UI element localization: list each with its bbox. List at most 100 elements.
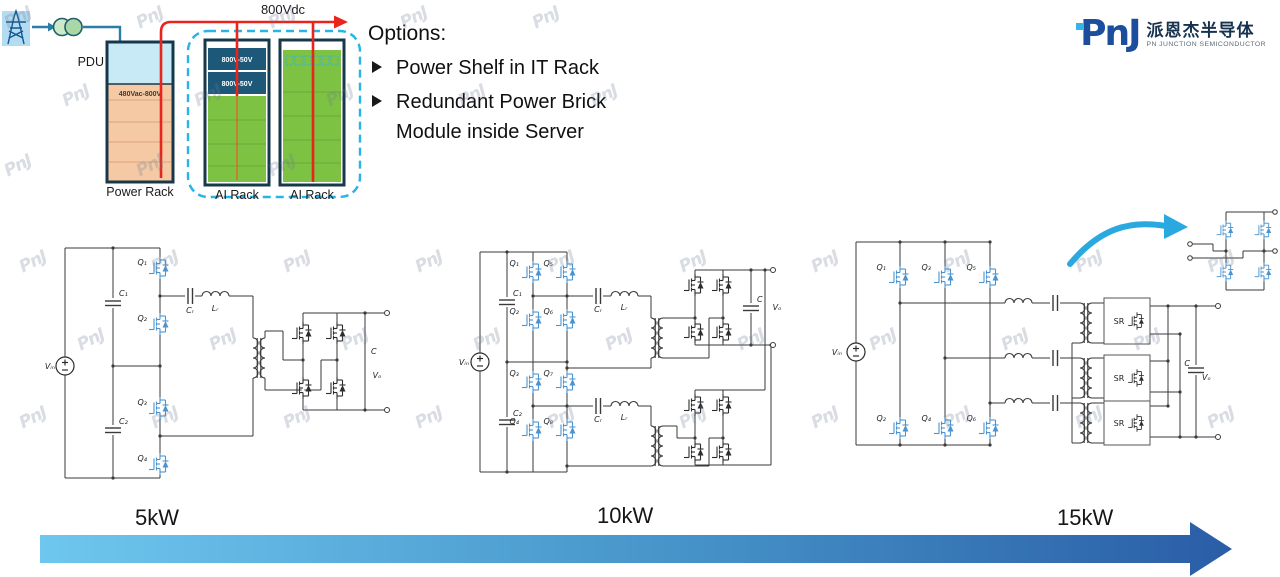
transformer-1 <box>650 317 664 359</box>
q6-label: Q₆ <box>543 307 553 316</box>
zoom-callout-arrow <box>1067 214 1188 267</box>
dc-source <box>846 342 866 362</box>
resonant-inductor-1 <box>610 290 639 297</box>
circuit-wires <box>479 251 773 473</box>
power-rack-converter-label: 480Vac-800V <box>119 91 162 98</box>
phase-inductor-a <box>1004 297 1033 304</box>
c1-label: C₁ <box>513 289 522 298</box>
sr-label-3: SR <box>1114 419 1125 428</box>
cout-label: C <box>1184 359 1190 368</box>
c2-label: C₂ <box>119 417 129 426</box>
blocking-capacitor-a <box>1049 293 1061 313</box>
output-terminal <box>770 342 776 348</box>
q4-label: Q₄ <box>921 414 931 423</box>
output-terminal <box>384 407 390 413</box>
circuit-wires <box>855 241 1216 446</box>
q8-label: Q₈ <box>543 417 553 426</box>
logo-mark: PnJ <box>1076 16 1142 52</box>
options-title: Options: <box>368 22 447 45</box>
logo-brand-text: PnJ <box>1080 13 1141 54</box>
power-brick-modules <box>285 55 339 66</box>
resonant-capacitor-2 <box>592 396 604 416</box>
cout-label: C <box>757 295 763 304</box>
pdu-label: PDU <box>78 55 104 69</box>
dc-source <box>470 352 490 372</box>
q3-label: Q₃ <box>137 398 147 407</box>
power-rack: 480Vac-800V <box>105 40 175 184</box>
q2-label: Q₂ <box>137 314 147 323</box>
q2-label: Q₂ <box>509 307 519 316</box>
q4-label: Q₄ <box>137 454 147 463</box>
q7-label: Q₇ <box>543 369 553 378</box>
logo-accent-square <box>1076 23 1084 30</box>
output-terminal <box>770 267 776 273</box>
q1-label: Q₁ <box>137 258 147 267</box>
capacitor-c1 <box>497 296 517 308</box>
q1-label: Q₁ <box>509 259 519 268</box>
logo-name-english: PN JUNCTION SEMICONDUCTOR <box>1146 40 1266 48</box>
output-terminal <box>384 310 390 316</box>
sr-detail-bridge <box>1187 209 1278 291</box>
q4-label: Q₄ <box>509 417 519 426</box>
resonant-inductor-2 <box>610 400 639 407</box>
sr-label-1: SR <box>1114 317 1125 326</box>
ai-rack-2-caption: AI Rack <box>290 188 335 202</box>
primary-mosfets <box>888 265 1000 440</box>
output-terminal <box>1215 303 1221 309</box>
circuit-10kw: Vᵢₙ C₁ C₂ Q₁ Q₂ Q₃ Q₄ Q₅ Q₆ Q₇ Q₈ Cᵣ Lᵣ … <box>459 250 782 474</box>
c2-label: C₂ <box>513 409 523 418</box>
lr2-label: Lᵣ <box>621 413 628 422</box>
resonant-inductor <box>201 290 230 297</box>
lr1-label: Lᵣ <box>621 303 628 312</box>
power-label-10kw: 10kW <box>597 503 654 528</box>
sr-label-2: SR <box>1114 374 1125 383</box>
vo-label: Vₒ <box>773 303 782 312</box>
circuit-wires <box>64 247 387 479</box>
circuit-5kw: Vᵢₙ C₁ C₂ Q₁ Q₂ Q₃ Q₄ Cᵣ Lᵣ C Vₒ <box>45 246 390 480</box>
q5-label: Q₅ <box>966 263 976 272</box>
vo-label: Vₒ <box>1202 373 1211 382</box>
transformer <box>252 337 266 379</box>
junction-dots <box>898 240 1198 447</box>
options-block: Options: Power Shelf in IT Rack Redundan… <box>368 22 634 151</box>
output-terminal <box>1215 434 1221 440</box>
vin-label: Vᵢₙ <box>45 362 55 371</box>
option-item: Redundant Power Brick Module inside Serv… <box>368 87 634 147</box>
circuit-15kw: SR SR SR Vᵢₙ Q₁ Q₃ Q₅ Q₂ Q₄ Q₆ <box>832 209 1278 447</box>
phase-inductor-b <box>1004 352 1033 359</box>
cr-label: Cᵣ <box>186 306 195 315</box>
junction-dots <box>111 246 367 480</box>
q1-label: Q₁ <box>876 263 886 272</box>
q5-label: Q₅ <box>543 259 553 268</box>
power-rack-caption: Power Rack <box>106 185 174 199</box>
bullet-arrow-icon <box>372 95 382 107</box>
cout-label: C <box>371 347 377 356</box>
transformer-b <box>1079 357 1093 399</box>
cr1-label: Cᵣ <box>594 305 603 314</box>
transformer-icon <box>52 17 83 37</box>
vin-label: Vᵢₙ <box>832 348 842 357</box>
resonant-capacitor <box>184 286 196 306</box>
vo-label: Vₒ <box>373 371 382 380</box>
lr-label: Lᵣ <box>212 304 219 313</box>
rectifier-mosfets <box>683 273 733 464</box>
transformer-a <box>1079 302 1093 344</box>
grid-tower-icon <box>2 8 30 46</box>
grid-to-transformer-arrow <box>32 22 56 32</box>
junction-dots <box>505 250 773 474</box>
q6-label: Q₆ <box>966 414 976 423</box>
bullet-arrow-icon <box>372 61 382 73</box>
resonant-capacitor-1 <box>592 286 604 306</box>
sr-modules: SR SR SR <box>1103 297 1151 446</box>
dc-bus-label: 800Vdc <box>261 2 306 17</box>
dc-source <box>55 356 75 376</box>
capacitor-c1 <box>103 297 123 309</box>
q2-label: Q₂ <box>876 414 886 423</box>
power-distribution-diagram: PDU 480Vac-800V 800V-50V 800V-5 <box>2 2 362 202</box>
cr2-label: Cᵣ <box>594 415 603 424</box>
blocking-capacitor-c <box>1049 393 1061 413</box>
phase-inductor-c <box>1004 397 1033 404</box>
option-item: Power Shelf in IT Rack <box>368 53 634 83</box>
transformer-2 <box>650 425 664 467</box>
